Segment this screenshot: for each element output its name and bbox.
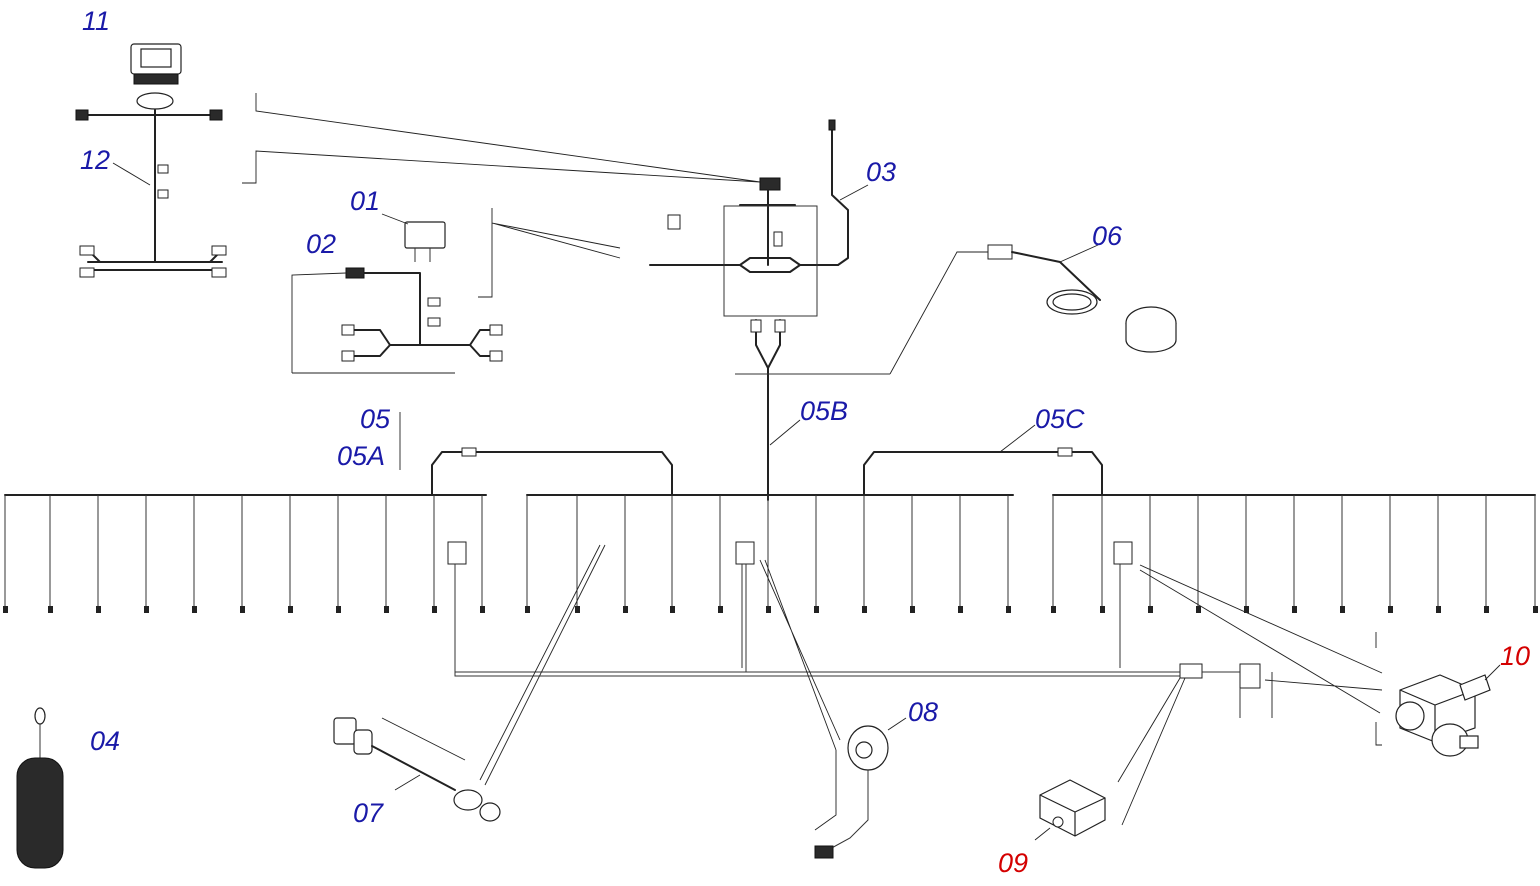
part-01-ecu-module <box>381 213 446 262</box>
part-11-display-unit <box>130 43 182 110</box>
callout-01: 01 <box>350 186 380 216</box>
part-04-cleaning-brush <box>16 707 64 869</box>
part-08-pressure-sensor <box>759 559 907 859</box>
callout-05c: 05C <box>1035 404 1085 434</box>
part-05-boom-harness <box>3 412 1538 718</box>
part-02-harness <box>291 267 503 374</box>
callout-12: 12 <box>80 145 110 175</box>
callout-05a: 05A <box>337 441 385 471</box>
part-09-valve-block <box>1034 677 1186 841</box>
callout-09: 09 <box>998 848 1028 878</box>
part-10-pump <box>1139 564 1501 757</box>
callout-05b: 05B <box>800 396 848 426</box>
part-07-sensor <box>333 544 606 822</box>
callout-07: 07 <box>353 798 384 828</box>
callout-04: 04 <box>90 726 120 756</box>
part-03-antenna-cable <box>828 119 869 266</box>
part-06-sensor-cable <box>889 244 1177 375</box>
leader-01-02-to-module <box>478 208 621 298</box>
callout-06: 06 <box>1092 221 1123 251</box>
callout-08: 08 <box>908 697 938 727</box>
callout-02: 02 <box>306 229 336 259</box>
callout-10: 10 <box>1500 641 1530 671</box>
part-12-cab-harness <box>75 109 227 278</box>
leader-11-12-to-module <box>242 93 761 184</box>
callout-03: 03 <box>866 157 896 187</box>
callout-11: 11 <box>82 6 110 36</box>
callout-05: 05 <box>360 404 391 434</box>
central-hub-harness <box>649 177 890 501</box>
